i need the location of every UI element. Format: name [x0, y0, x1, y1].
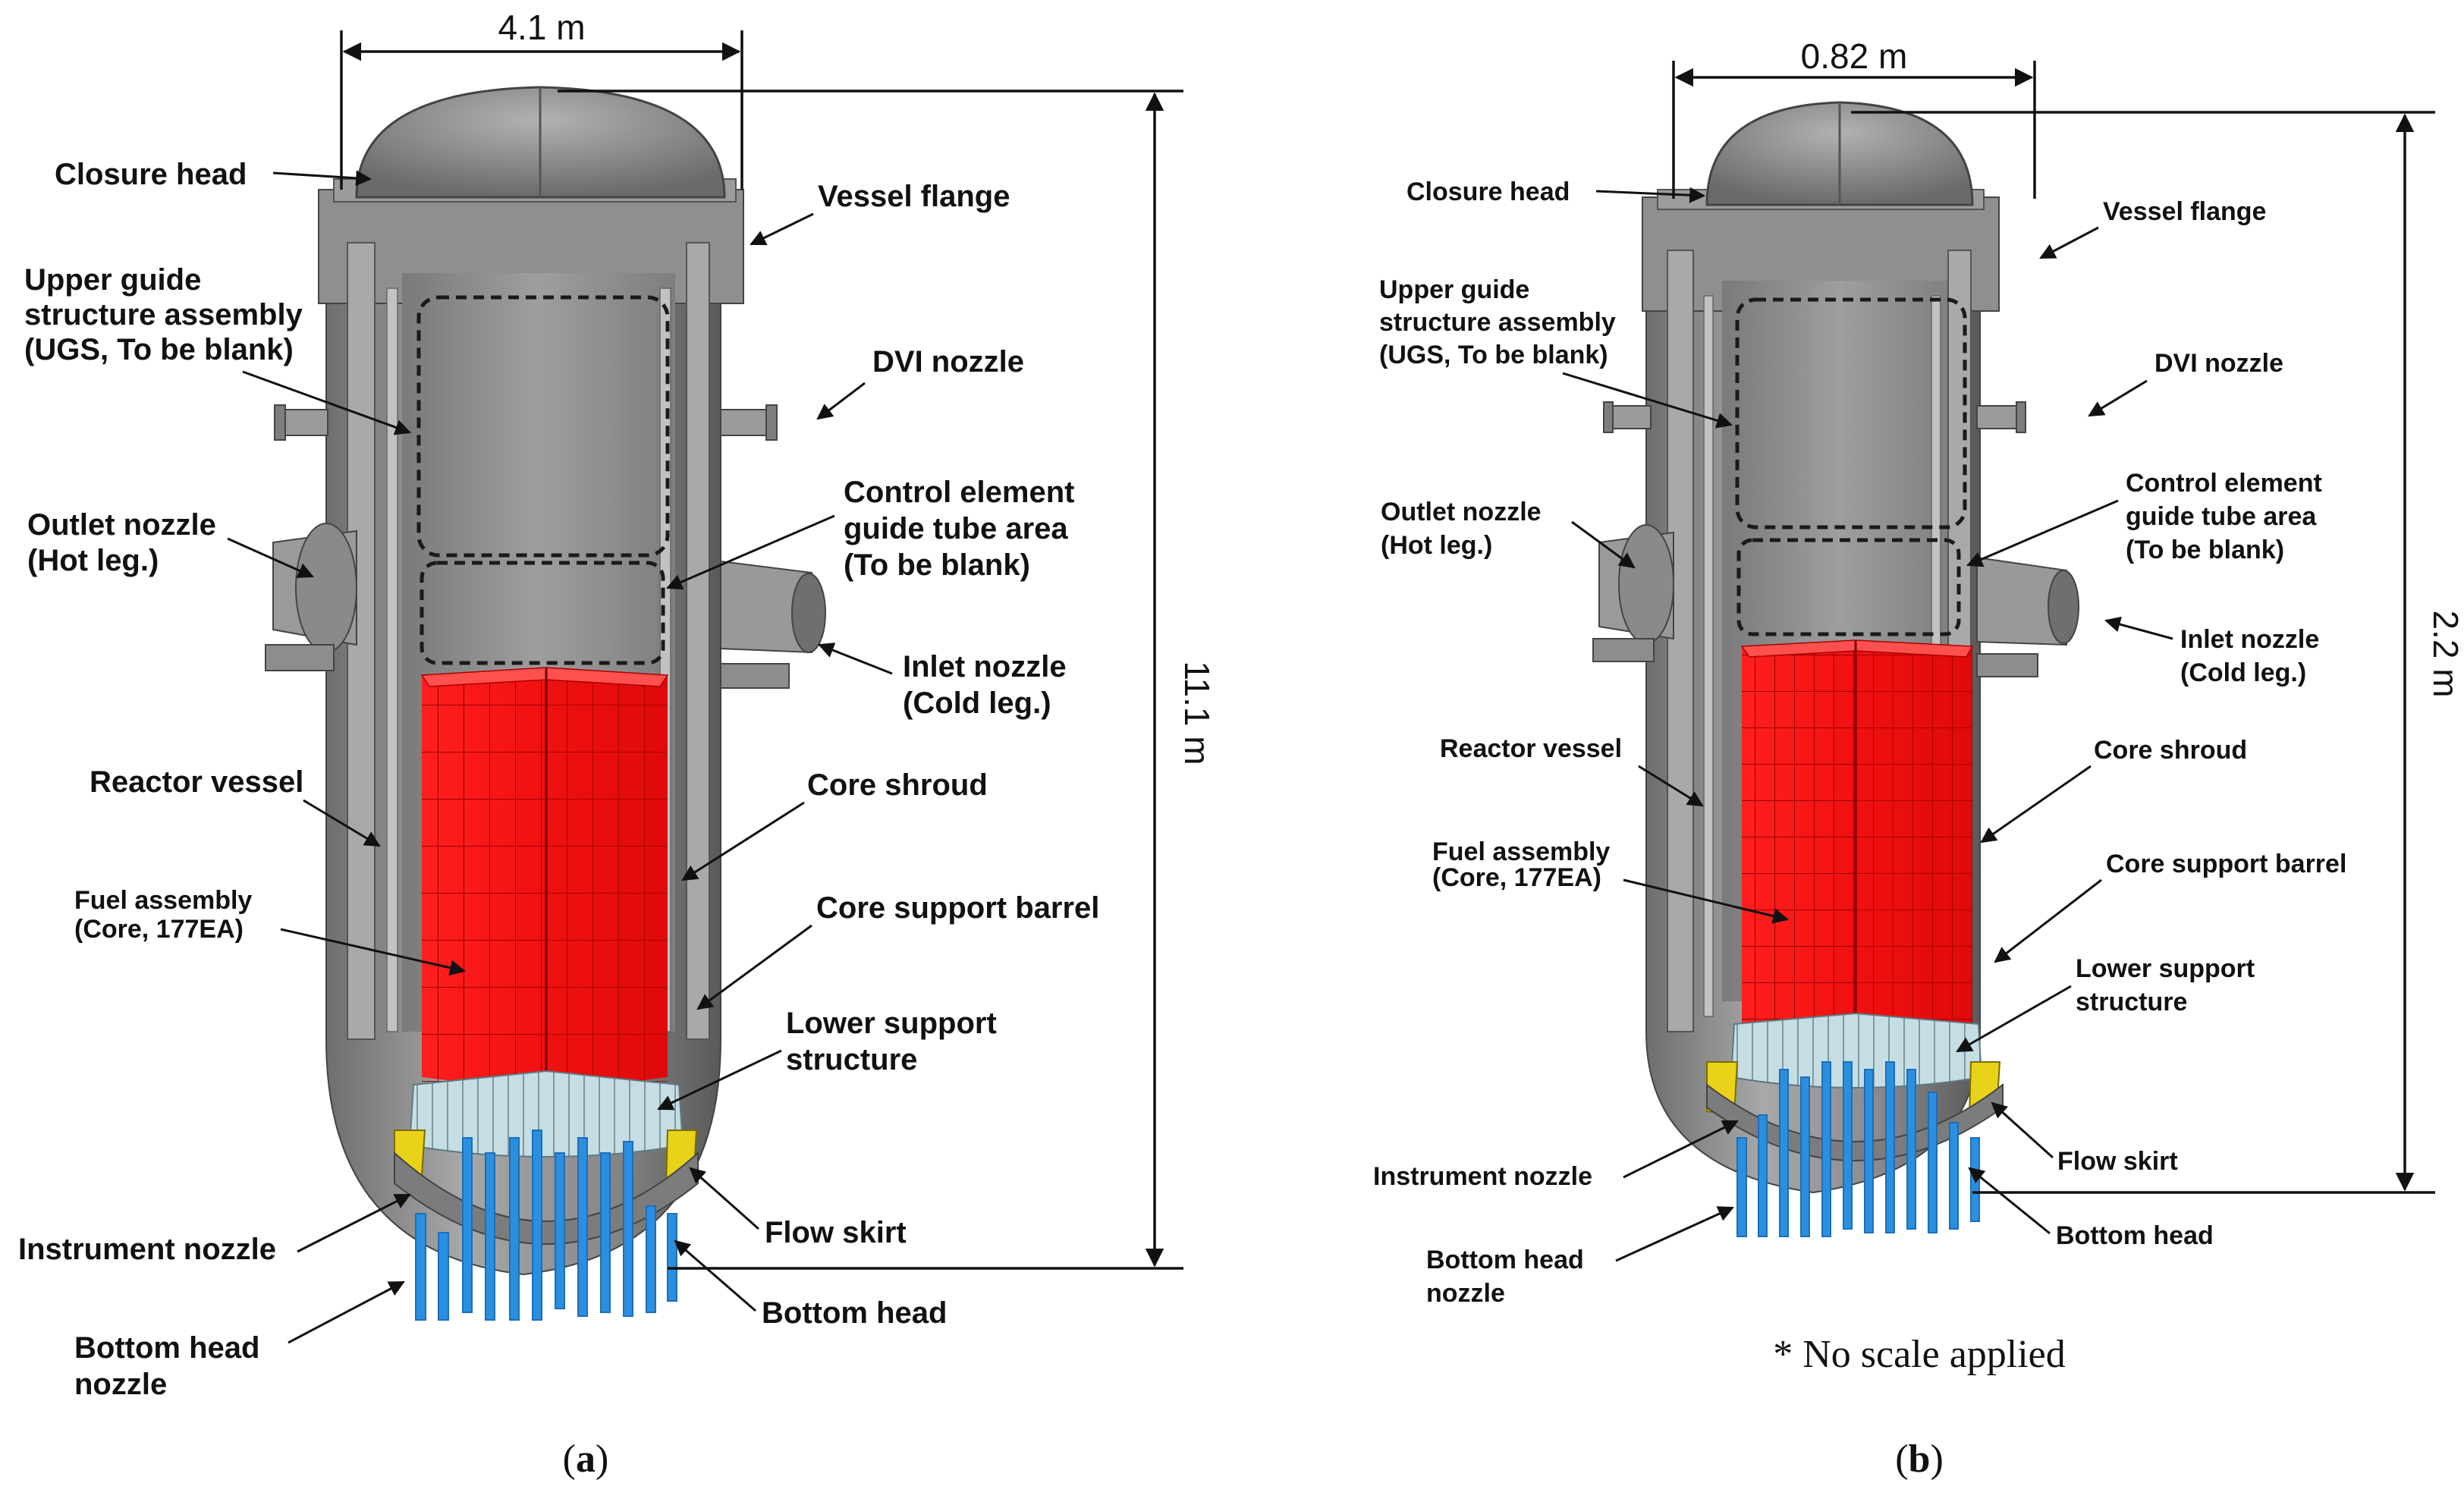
- label-b-flow-skirt: Flow skirt: [2057, 1147, 2178, 1176]
- label-a-bottom-head: Bottom head: [762, 1296, 947, 1330]
- label-a-lss-2: structure: [786, 1043, 917, 1076]
- leader-b-flow-skirt: [1991, 1101, 2054, 1159]
- label-a-ceg-2: guide tube area: [844, 512, 1068, 545]
- leader-b-inlet: [2104, 616, 2173, 640]
- label-a-ugs-2: structure assembly: [24, 298, 303, 331]
- label-b-bhn-1: Bottom head: [1426, 1246, 1584, 1274]
- leader-a-flow-skirt: [689, 1167, 759, 1230]
- label-a-reactor-vessel: Reactor vessel: [90, 765, 303, 799]
- vessel-a-drawing: [265, 86, 826, 1321]
- label-a-outlet-1: Outlet nozzle: [27, 508, 216, 542]
- label-a-ceg-1: Control element: [844, 476, 1074, 509]
- label-b-closure-head: Closure head: [1406, 178, 1570, 206]
- label-b-reactor-vessel: Reactor vessel: [1440, 734, 1622, 763]
- leader-b-vessel-flange: [2039, 226, 2099, 259]
- label-a-closure-head: Closure head: [55, 158, 247, 191]
- label-a-instrument-nozzle: Instrument nozzle: [18, 1233, 276, 1266]
- leader-b-ugs: [1562, 372, 1733, 429]
- leader-a-lss: [657, 1049, 782, 1111]
- label-b-inlet-2: (Cold leg.): [2180, 658, 2306, 687]
- leader-b-csb: [1994, 878, 2102, 963]
- label-a-csb: Core support barrel: [816, 891, 1099, 925]
- label-b-dvi-nozzle: DVI nozzle: [2154, 349, 2283, 378]
- label-b-core-shroud: Core shroud: [2094, 736, 2247, 765]
- label-b-bottom-head: Bottom head: [2056, 1221, 2214, 1250]
- label-b-inlet-1: Inlet nozzle: [2180, 625, 2319, 654]
- leader-a-outlet: [227, 537, 314, 578]
- label-b-fuel-1: Fuel assembly: [1432, 837, 1610, 866]
- leader-b-fuel: [1623, 878, 1790, 924]
- leader-a-csb: [696, 924, 812, 1010]
- label-a-dvi-nozzle: DVI nozzle: [872, 345, 1024, 379]
- label-b-lss-1: Lower support: [2076, 954, 2255, 983]
- label-b-ugs-3: (UGS, To be blank): [1379, 341, 1608, 369]
- panel-a-reactor: 4.1 m 11.1 m Closure head Vessel flange …: [18, 8, 1217, 1481]
- dim-a-height-label: 11.1 m: [1177, 661, 1217, 765]
- label-a-inlet-2: (Cold leg.): [903, 687, 1051, 720]
- leader-b-closure-head: [1595, 187, 1706, 203]
- label-b-csb: Core support barrel: [2106, 850, 2346, 878]
- leader-a-ugs: [242, 370, 411, 435]
- caption-b-letter: b: [1909, 1437, 1931, 1481]
- label-b-ceg-3: (To be blank): [2126, 536, 2284, 564]
- leader-b-dvi: [2088, 379, 2148, 417]
- label-b-outlet-2: (Hot leg.): [1381, 531, 1492, 560]
- dim-a-width-label: 4.1 m: [498, 8, 585, 47]
- leader-a-instrument: [297, 1193, 411, 1253]
- panel-b-reactor: 0.82 m 2.2 m Closure head Vessel flange …: [1373, 36, 2464, 1481]
- label-a-core-shroud: Core shroud: [807, 768, 988, 802]
- leader-b-bottom-head: [1968, 1167, 2051, 1235]
- label-b-bhn-2: nozzle: [1426, 1279, 1505, 1308]
- leader-a-core-shroud: [681, 801, 805, 881]
- leader-a-fuel: [280, 928, 467, 976]
- label-a-fuel-2: (Core, 177EA): [74, 915, 244, 944]
- leader-b-outlet: [1571, 520, 1636, 569]
- label-a-fuel-1: Fuel assembly: [74, 886, 252, 915]
- label-a-flow-skirt: Flow skirt: [765, 1216, 907, 1249]
- leader-a-vessel-flange: [750, 212, 814, 246]
- leader-b-ceg: [1966, 499, 2119, 567]
- dim-b-height-label: 2.2 m: [2426, 610, 2464, 697]
- leader-a-dvi: [816, 382, 866, 420]
- label-b-ceg-1: Control element: [2126, 469, 2322, 498]
- label-b-fuel-2: (Core, 177EA): [1432, 863, 1601, 892]
- vessel-b-drawing: [1592, 101, 2079, 1237]
- label-b-ugs-1: Upper guide: [1379, 275, 1529, 304]
- label-a-bhn-1: Bottom head: [74, 1331, 259, 1365]
- leader-a-inlet: [818, 643, 893, 675]
- caption-a: (a): [563, 1437, 609, 1481]
- leader-a-reactor-vessel: [303, 799, 381, 847]
- label-b-lss-2: structure: [2076, 988, 2187, 1016]
- label-a-ugs-1: Upper guide: [24, 263, 201, 297]
- caption-a-letter: a: [576, 1437, 596, 1481]
- leader-b-bhn: [1615, 1206, 1734, 1262]
- leader-b-instrument: [1623, 1120, 1739, 1179]
- label-a-ugs-3: (UGS, To be blank): [24, 333, 294, 366]
- leader-b-reactor-vessel: [1638, 765, 1704, 807]
- leader-a-bhn: [288, 1280, 405, 1344]
- leader-a-ceg: [666, 514, 835, 590]
- label-a-ceg-3: (To be blank): [844, 548, 1030, 582]
- label-a-outlet-2: (Hot leg.): [27, 544, 159, 577]
- label-a-vessel-flange: Vessel flange: [818, 180, 1010, 213]
- label-b-instrument-nozzle: Instrument nozzle: [1373, 1162, 1592, 1191]
- leader-a-bottom-head: [674, 1240, 756, 1312]
- caption-b: (b): [1895, 1437, 1944, 1481]
- label-a-inlet-1: Inlet nozzle: [903, 650, 1067, 683]
- leader-b-core-shroud: [1980, 765, 2092, 844]
- label-a-bhn-2: nozzle: [74, 1368, 167, 1401]
- label-b-outlet-1: Outlet nozzle: [1381, 498, 1542, 526]
- label-b-ugs-2: structure assembly: [1379, 308, 1616, 337]
- label-b-vessel-flange: Vessel flange: [2103, 197, 2266, 226]
- leader-b-lss: [1956, 985, 2072, 1053]
- leader-a-closure-head: [272, 170, 372, 187]
- no-scale-note: * No scale applied: [1773, 1333, 2066, 1376]
- label-a-lss-1: Lower support: [786, 1007, 997, 1040]
- dim-b-width-label: 0.82 m: [1801, 36, 1908, 76]
- label-b-ceg-2: guide tube area: [2126, 502, 2317, 531]
